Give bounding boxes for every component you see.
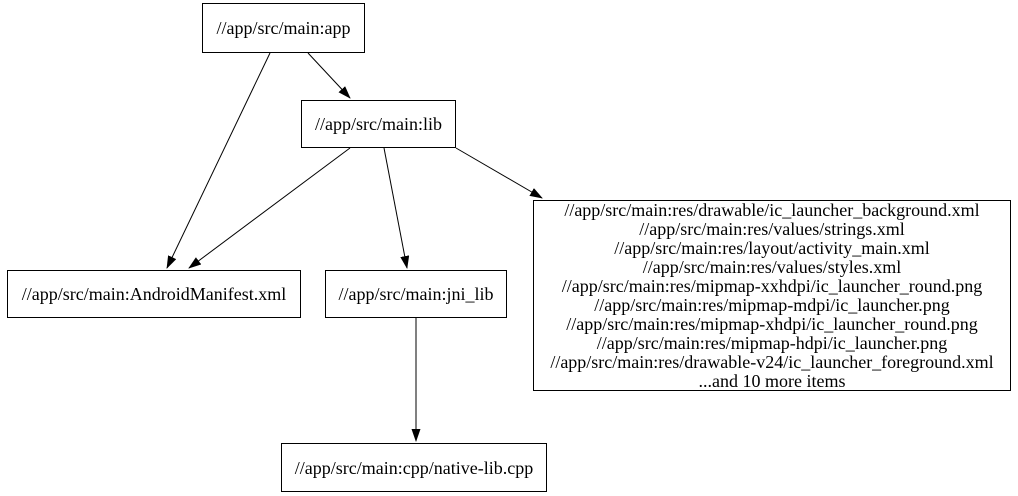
res-file-line: //app/src/main:res/mipmap-xhdpi/ic_launc…: [566, 313, 978, 334]
node-jni-lib: //app/src/main:jni_lib: [325, 270, 507, 318]
res-file-line: //app/src/main:res/mipmap-hdpi/ic_launch…: [596, 332, 948, 353]
edge-lib-to-jni-lib: [383, 147, 410, 269]
node-android-manifest-label: //app/src/main:AndroidManifest.xml: [21, 284, 287, 304]
res-file-line: //app/src/main:res/layout/activity_main.…: [614, 237, 930, 258]
node-native-lib-cpp: //app/src/main:cpp/native-lib.cpp: [281, 443, 547, 492]
res-file-line: //app/src/main:res/mipmap-mdpi/ic_launch…: [594, 294, 950, 315]
res-file-line: //app/src/main:res/values/strings.xml: [639, 218, 905, 239]
node-res-files: //app/src/main:res/drawable/ic_launcher_…: [533, 200, 1011, 391]
edge-app-to-android-manifest: [166, 52, 271, 269]
edge-lib-to-res-files: [455, 147, 543, 199]
node-app: //app/src/main:app: [202, 3, 365, 53]
edge-app-to-lib: [307, 52, 351, 99]
res-more-items-line: ...and 10 more items: [698, 370, 846, 391]
node-app-label: //app/src/main:app: [216, 18, 351, 38]
res-file-line: //app/src/main:res/drawable/ic_launcher_…: [564, 199, 980, 220]
node-lib-label: //app/src/main:lib: [315, 114, 442, 134]
edge-lib-to-android-manifest: [188, 147, 351, 269]
node-lib: //app/src/main:lib: [301, 100, 456, 148]
res-file-line: //app/src/main:res/drawable-v24/ic_launc…: [550, 351, 994, 372]
res-file-line: //app/src/main:res/values/styles.xml: [642, 256, 902, 277]
node-jni-lib-label: //app/src/main:jni_lib: [338, 284, 494, 304]
node-android-manifest: //app/src/main:AndroidManifest.xml: [7, 270, 301, 318]
res-file-line: //app/src/main:res/mipmap-xxhdpi/ic_laun…: [561, 275, 983, 296]
node-native-lib-cpp-label: //app/src/main:cpp/native-lib.cpp: [294, 457, 534, 478]
